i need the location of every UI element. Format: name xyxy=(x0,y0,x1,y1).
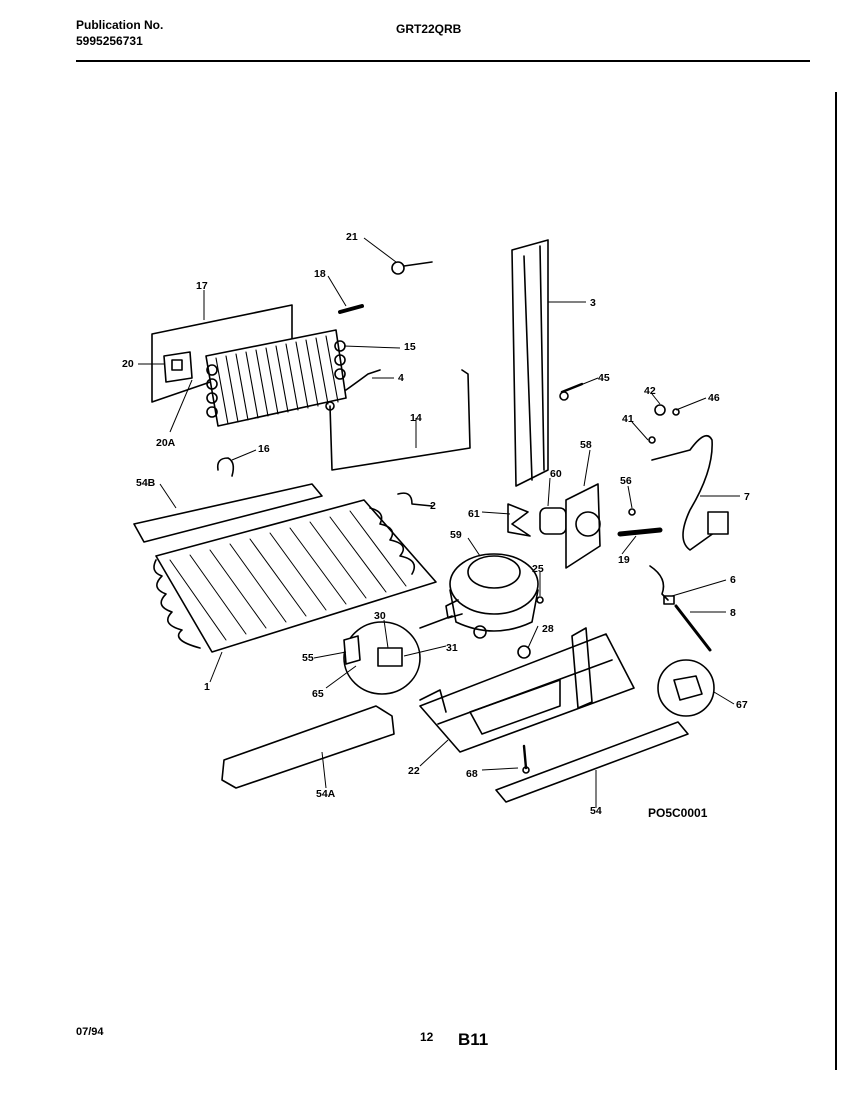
callout-14: 14 xyxy=(410,412,422,424)
callout-20: 20 xyxy=(122,358,134,370)
wire-clip xyxy=(391,261,405,275)
callout-22: 22 xyxy=(408,765,420,777)
callout-65: 65 xyxy=(312,688,324,700)
callout-61: 61 xyxy=(468,508,480,520)
callout-54a: 54A xyxy=(316,788,336,800)
fan-blade xyxy=(507,503,531,537)
callout-1: 1 xyxy=(204,681,210,693)
vertical-channel xyxy=(511,239,549,487)
callout-42: 42 xyxy=(644,385,656,397)
model-number: GRT22QRB xyxy=(396,22,462,36)
compressor-base xyxy=(419,633,635,753)
callout-20a: 20A xyxy=(156,437,176,449)
callout-45: 45 xyxy=(598,372,610,384)
wire-8 xyxy=(674,604,712,652)
wire-6 xyxy=(649,565,669,601)
heater-tube xyxy=(338,304,364,314)
callout-19: 19 xyxy=(618,554,630,566)
publication-number: 5995256731 xyxy=(76,34,143,48)
callout-58: 58 xyxy=(580,439,592,451)
callout-60: 60 xyxy=(550,468,562,480)
callout-54: 54 xyxy=(590,805,602,817)
fan-shroud xyxy=(565,483,601,569)
spacer-rod xyxy=(617,527,663,537)
discharge-tube xyxy=(329,369,471,471)
callout-41: 41 xyxy=(622,413,634,425)
callout-68: 68 xyxy=(466,768,478,780)
callout-6: 6 xyxy=(730,574,736,586)
mounting-bracket-54b xyxy=(133,483,323,543)
evaporator-coil xyxy=(155,499,437,653)
tube-clip xyxy=(216,457,235,477)
callout-25: 25 xyxy=(532,563,544,575)
callout-2: 2 xyxy=(430,500,436,512)
callout-17: 17 xyxy=(196,280,208,292)
clip-2 xyxy=(397,492,433,507)
callout-46: 46 xyxy=(708,392,720,404)
callout-15: 15 xyxy=(404,341,416,353)
fan-motor xyxy=(539,507,567,535)
callout-28: 28 xyxy=(542,623,554,635)
publication-label: Publication No. xyxy=(76,18,164,32)
callout-8: 8 xyxy=(730,607,736,619)
capillary xyxy=(345,369,381,391)
callout-4: 4 xyxy=(398,372,404,384)
right-border-rule xyxy=(835,92,837,1070)
callout-18: 18 xyxy=(314,268,326,280)
grommet-inset-circle xyxy=(657,659,715,717)
power-cord xyxy=(651,434,719,551)
mounting-bracket-54a xyxy=(221,705,395,789)
callout-31: 31 xyxy=(446,642,458,654)
callout-21: 21 xyxy=(346,231,358,243)
section-code: B11 xyxy=(458,1030,489,1049)
compressor xyxy=(449,553,539,615)
callout-16: 16 xyxy=(258,443,270,455)
revision-date: 07/94 xyxy=(76,1026,104,1038)
callout-30: 30 xyxy=(374,610,386,622)
header-rule xyxy=(76,60,810,62)
drawing-code: PO5C0001 xyxy=(648,806,708,820)
callout-7: 7 xyxy=(744,491,750,503)
condenser-coil xyxy=(205,329,347,427)
callout-59: 59 xyxy=(450,529,462,541)
callout-55: 55 xyxy=(302,652,314,664)
callout-54b: 54B xyxy=(136,477,156,489)
relay-bracket xyxy=(163,351,193,383)
callout-3: 3 xyxy=(590,297,596,309)
callout-67: 67 xyxy=(736,699,748,711)
callout-56: 56 xyxy=(620,475,632,487)
page-number: 12 xyxy=(420,1030,434,1044)
front-rail-54 xyxy=(495,721,689,803)
